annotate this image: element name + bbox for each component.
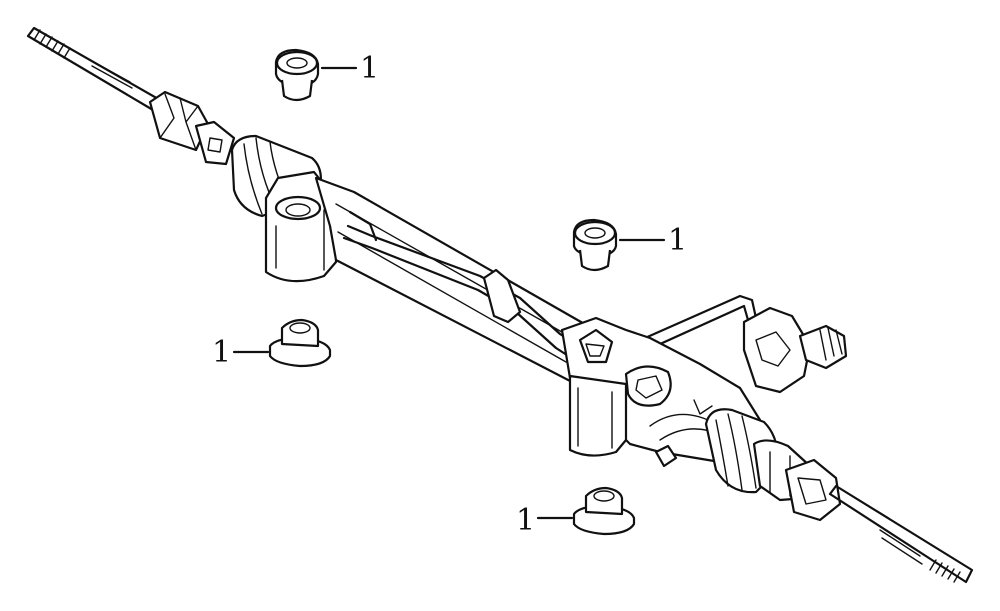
callout-label: 1 [668,223,687,258]
callout-label: 1 [212,335,231,370]
left-tie-rod [26,26,236,166]
bushing-left: 1 [212,318,332,370]
bushing-top-left: 1 [274,48,379,102]
bushing-bottom: 1 [516,486,636,538]
callout-label: 1 [360,51,379,86]
valve-body [560,306,848,468]
left-mount-housing [264,170,338,283]
bushing-top-right: 1 [572,218,687,272]
callout-label: 1 [516,503,535,538]
right-tie-rod [784,458,974,584]
